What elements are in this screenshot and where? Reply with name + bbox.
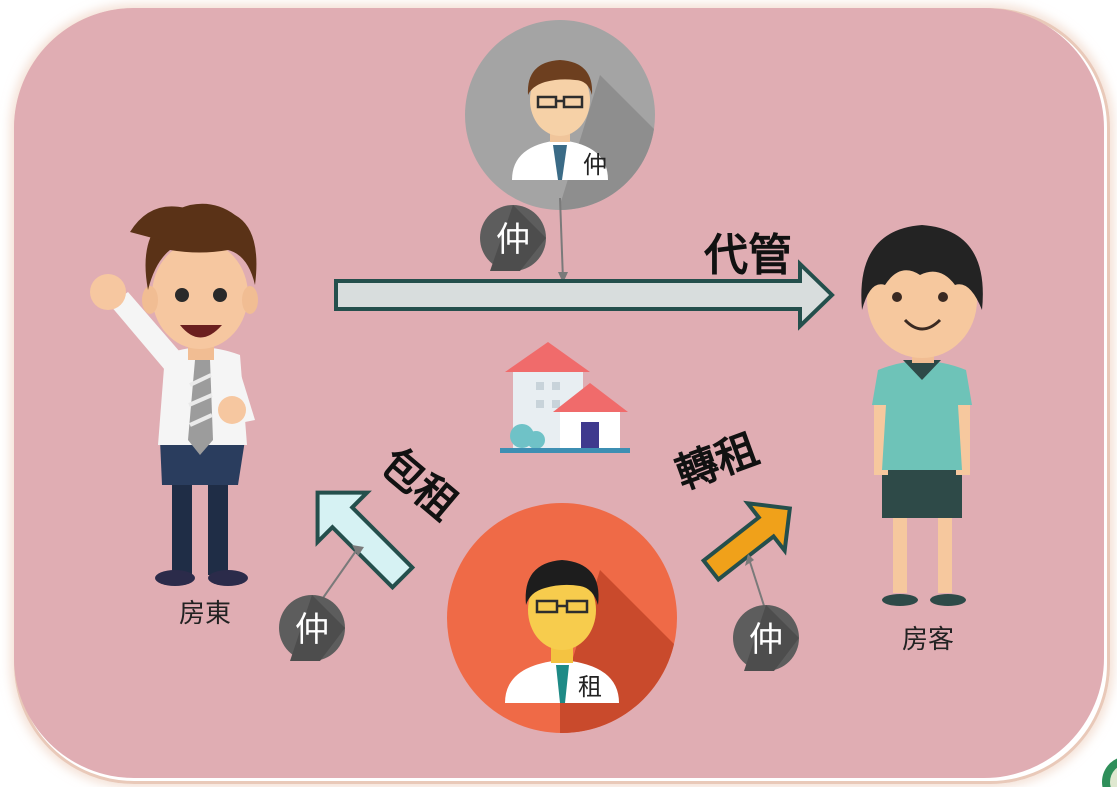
- sublease-arrow: [700, 500, 793, 583]
- management-label: 代管: [703, 230, 792, 281]
- master-lease-arrow: [315, 490, 416, 591]
- badge-sublease-text: 仲: [749, 620, 783, 660]
- connector-arrowhead: [352, 545, 364, 556]
- agent-badge-icon: 仲: [480, 205, 546, 271]
- connector-line: [559, 197, 564, 281]
- connector-line: [749, 561, 767, 613]
- connector-arrowhead: [745, 554, 754, 566]
- badge-management-text: 仲: [496, 220, 530, 260]
- management-arrow: [334, 259, 835, 331]
- tenant-figure-icon: [861, 225, 983, 606]
- connector-arrowhead: [558, 272, 568, 283]
- landlord-figure-icon: [90, 203, 258, 586]
- sublessor-avatar-icon: 租: [447, 503, 677, 733]
- buildings-icon: [500, 342, 630, 453]
- logo-icon: [1102, 758, 1117, 787]
- connector-line: [317, 547, 359, 606]
- tenant-label: 房客: [902, 625, 954, 655]
- agent-tag: 仲: [583, 151, 607, 179]
- agent-badge-icon: 仲: [279, 595, 345, 661]
- agent-badge-icon: 仲: [733, 605, 799, 671]
- badge-master-lease-text: 仲: [295, 610, 329, 650]
- sublessor-tag: 租: [578, 673, 602, 701]
- landlord-label: 房東: [179, 599, 231, 629]
- agent-avatar-icon: 仲: [465, 20, 655, 210]
